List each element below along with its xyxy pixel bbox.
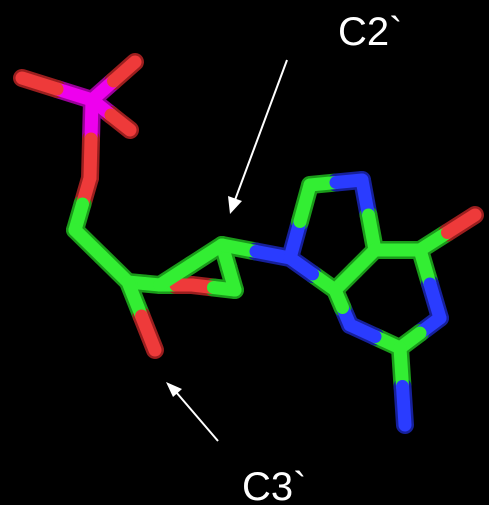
- bond-0-half-b-main: [15, 71, 64, 96]
- bond-23-half-b-main: [328, 283, 349, 314]
- bond-1-half-b-main: [107, 55, 142, 88]
- bonds-layer: [13, 53, 484, 434]
- c3-prime-label: C3`: [242, 465, 306, 505]
- bond-3-half-a-main: [84, 93, 99, 146]
- bond-2-half-b-main: [104, 108, 137, 137]
- bond-17-half-b-main: [283, 251, 319, 281]
- c3-arrow: [166, 382, 219, 442]
- bond-10-half-b-main: [135, 309, 162, 357]
- bond-3-half-b-main: [83, 132, 98, 185]
- c2-prime-label: C2`: [338, 10, 402, 54]
- c2-arrow: [228, 59, 288, 214]
- bond-19-half-b-main: [441, 208, 482, 239]
- bond-24-half-b-main: [396, 380, 412, 432]
- bond-11-half-b-main: [153, 258, 198, 292]
